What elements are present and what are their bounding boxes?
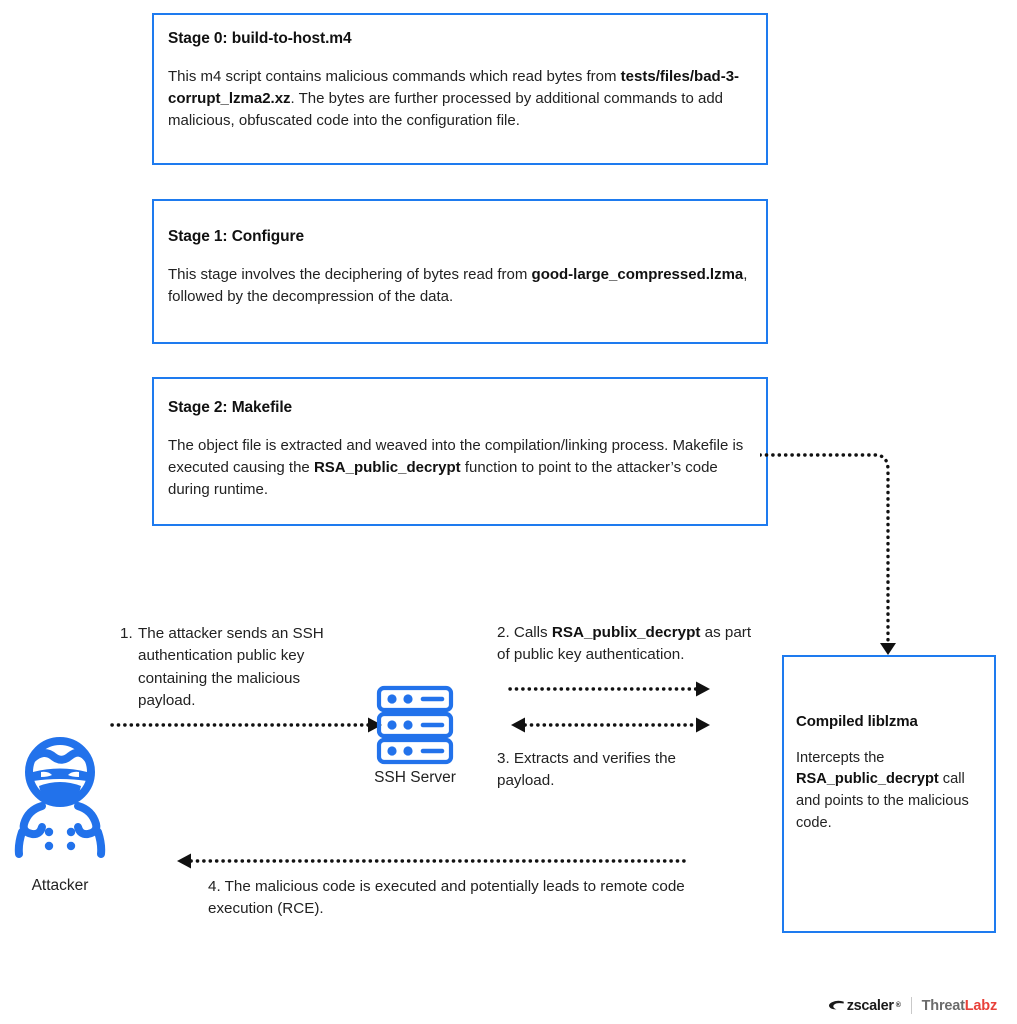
zscaler-swoosh-icon [828, 1000, 844, 1010]
stage-2-title: Stage 2: Makefile [168, 399, 293, 416]
attacker-label: Attacker [31, 877, 89, 894]
stage-2-card: Stage 2: Makefile The object file is ext… [152, 377, 768, 526]
stage-2-body: The object file is extracted and weaved … [168, 437, 744, 499]
attacker-to-server-arrow [110, 717, 382, 733]
server-rack-icon [376, 685, 454, 765]
liblzma-body: Intercepts the RSA_public_decrypt call a… [796, 749, 969, 832]
step-4-note: 4. The malicious code is executed and po… [208, 878, 685, 918]
stage-1-title: Stage 1: Configure [168, 228, 304, 245]
brand-footer: zscaler® ThreatLabz [828, 997, 997, 1014]
compiled-liblzma-card: Compiled liblzma Intercepts the RSA_publ… [782, 655, 996, 933]
stage-0-card: Stage 0: build-to-host.m4 This m4 script… [152, 13, 768, 165]
ssh-server-label: SSH Server [374, 769, 456, 786]
server-to-liblzma-arrow [508, 681, 710, 697]
hacker-icon [14, 737, 106, 858]
liblzma-to-server-bidirectional-arrow [511, 717, 710, 733]
zscaler-logo: zscaler® [828, 998, 901, 1014]
server-to-attacker-return-arrow [177, 853, 687, 869]
threatlabz-threat-text: Threat [921, 997, 965, 1014]
step-3-note: 3. Extracts and verifies the payload. [497, 750, 676, 790]
stage-1-body: This stage involves the deciphering of b… [168, 266, 748, 306]
step-2-note: 2. Calls RSA_publix_decrypt as part of p… [497, 624, 752, 664]
stage-1-card: Stage 1: Configure This stage involves t… [152, 199, 768, 344]
logo-divider [910, 997, 912, 1014]
stage-0-title: Stage 0: build-to-host.m4 [168, 30, 352, 47]
stage2-to-liblzma-connector-arrow [760, 453, 896, 655]
step-1-number: 1. [120, 625, 133, 642]
liblzma-title: Compiled liblzma [796, 713, 918, 730]
threatlabz-logo: ThreatLabz [921, 997, 998, 1014]
stage-0-body: This m4 script contains malicious comman… [168, 68, 740, 130]
zscaler-trademark: ® [895, 1002, 901, 1009]
step-1-text: The attacker sends an SSH authentication… [138, 625, 324, 710]
step-1-note: 1. The attacker sends an SSH authenticat… [120, 623, 360, 712]
threatlabz-labz-text: Labz [964, 997, 997, 1014]
zscaler-wordmark-text: zscaler [846, 997, 894, 1014]
